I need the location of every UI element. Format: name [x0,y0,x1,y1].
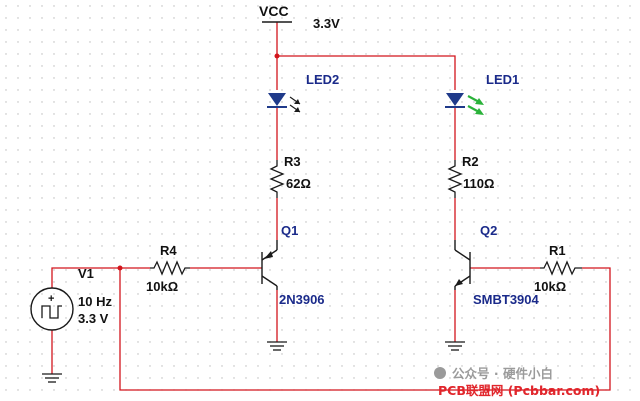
ground-q2-icon [445,341,465,351]
watermark-site: PCB联盟网 (Pcbbar.com) [438,383,600,398]
r3-resistor-icon [269,160,285,198]
q2-model: SMBT3904 [473,292,540,307]
vcc-label: VCC [259,3,289,19]
r4-resistor-icon [150,260,190,276]
r1-component[interactable]: R1 10kΩ [534,243,582,294]
junction-dot-vcc [274,53,280,59]
q2-component[interactable]: Q2 SMBT3904 [454,223,540,307]
r4-component[interactable]: R4 10kΩ [146,243,190,294]
r2-ref: R2 [462,154,479,169]
q2-ref: Q2 [480,223,497,238]
q1-ref: Q1 [281,223,298,238]
r1-ref: R1 [549,243,566,258]
v1-square-wave-icon [41,305,62,319]
q1-component[interactable]: Q1 2N3906 [261,223,325,307]
led2-diode-icon [268,93,286,106]
ground-v1-icon [42,373,62,383]
vcc-symbol[interactable]: VCC 3.3V [259,3,340,31]
v1-component[interactable]: + V1 10 Hz 3.3 V [30,266,112,331]
watermark-account: 公众号 · 硬件小白 [452,366,553,381]
r2-value: 110Ω [463,176,494,191]
led1-ref: LED1 [486,72,519,87]
wire-v1-top [51,267,150,288]
v1-plus-sign: + [48,293,54,305]
r3-value: 62Ω [286,176,311,191]
r1-value: 10kΩ [534,279,566,294]
r2-component[interactable]: R2 110Ω [447,154,494,198]
led2-emission-arrows-icon [289,96,301,113]
r3-component[interactable]: R3 62Ω [269,154,311,198]
watermark-logo-icon [434,367,446,379]
r2-resistor-icon [447,160,463,198]
r1-resistor-icon [540,260,582,276]
vcc-voltage: 3.3V [313,16,340,31]
wire-vcc-rail [277,55,456,90]
q1-transistor-icon [261,240,278,290]
wires [51,22,611,391]
led2-ref: LED2 [306,72,339,87]
r4-value: 10kΩ [146,279,178,294]
led1-emission-arrows-icon [467,95,484,115]
ground-q1-icon [267,341,287,351]
led2-component[interactable]: LED2 [267,72,339,113]
led1-diode-icon [446,93,464,106]
v1-freq: 10 Hz [78,294,112,309]
wire-r1-loop [119,267,611,391]
r3-ref: R3 [284,154,301,169]
v1-source-icon [30,287,74,331]
led1-component[interactable]: LED1 [445,72,519,115]
v1-ref: V1 [78,266,94,281]
r4-ref: R4 [160,243,177,258]
watermark: 公众号 · 硬件小白 PCB联盟网 (Pcbbar.com) [434,366,600,398]
q2-transistor-icon [454,240,471,290]
junction-dot-v1 [117,265,123,271]
q1-model: 2N3906 [279,292,325,307]
v1-amplitude: 3.3 V [78,311,109,326]
